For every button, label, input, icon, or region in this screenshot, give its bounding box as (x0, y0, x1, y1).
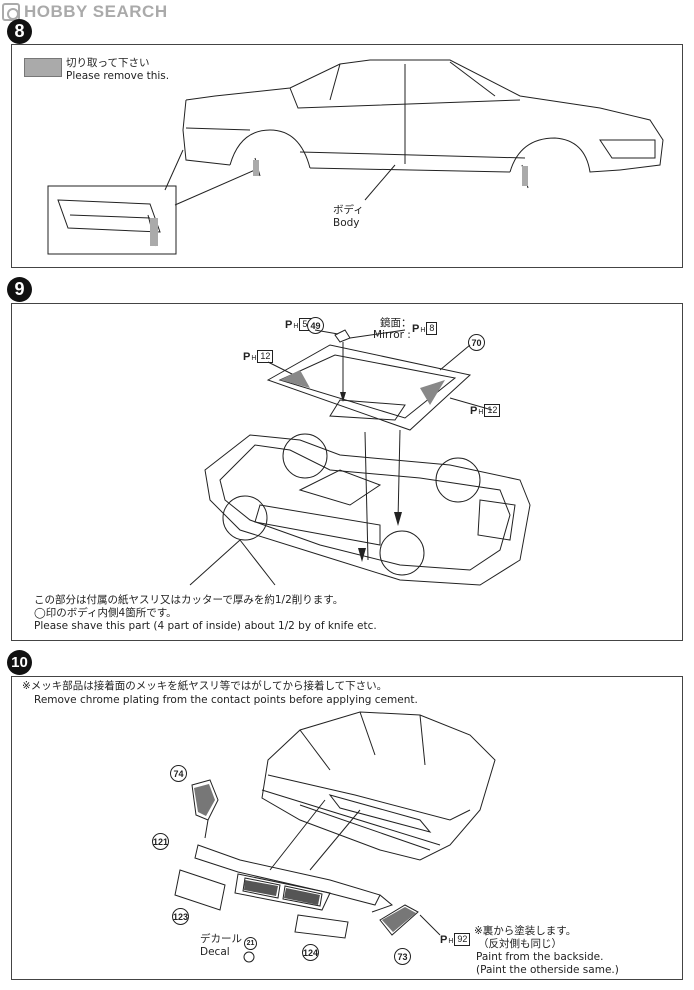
mirror-label-en: Mirror : (373, 329, 411, 341)
part-73-number: 73 (394, 948, 411, 965)
ref-p: P (440, 933, 448, 946)
hobby-search-logo-icon (2, 3, 20, 21)
ref-h: H (293, 323, 299, 330)
shave-note-jp2: ◯印のボディ内側4箇所です。 (34, 607, 177, 619)
remove-label-jp: 切り取って下さい (66, 57, 150, 69)
step-9-number: 9 (14, 279, 25, 299)
decal-label-en: Decal (200, 946, 230, 958)
ref-p: P (243, 350, 251, 363)
part-70-number: 70 (468, 334, 485, 351)
ref-h: H (478, 409, 484, 416)
shave-note-en: Please shave this part (4 part of inside… (34, 620, 377, 632)
step-10-badge: 10 (7, 650, 32, 675)
step-9-badge: 9 (7, 277, 32, 302)
ref-h: H (251, 355, 257, 362)
decal-label-jp: デカール (200, 933, 242, 945)
ref-h: H (420, 327, 426, 334)
chrome-note-en: Remove chrome plating from the contact p… (34, 694, 418, 706)
ref-92-box: 92 (454, 933, 471, 946)
ref-h: H (448, 938, 454, 945)
remove-swatch (24, 58, 62, 77)
decal-21-number: 21 (244, 937, 257, 950)
part-74-number: 74 (170, 765, 187, 782)
chrome-note-jp: ※メッキ部品は接着面のメッキを紙ヤスリ等ではがしてから接着して下さい。 (22, 680, 388, 692)
mirror-label-jp: 鏡面： (380, 317, 412, 329)
paint-note-jp2: （反対側も同じ） (478, 938, 562, 950)
step-9-frame (11, 303, 683, 641)
paint-note-en1: Paint from the backside. (476, 951, 604, 963)
shave-note-jp1: この部分は付属の紙ヤスリ又はカッターで厚みを約1/2削ります。 (34, 594, 344, 606)
ref-8-box: 8 (426, 322, 438, 335)
step-10-frame (11, 676, 683, 980)
part-124-number: 124 (302, 944, 319, 961)
ref-12-box: 12 (484, 404, 501, 417)
part-123-number: 123 (172, 908, 189, 925)
part-121-number: 121 (152, 833, 169, 850)
paint-note-en2: (Paint the otherside same.) (476, 964, 619, 976)
ref-p: P (470, 404, 478, 417)
body-label-en: Body (333, 217, 360, 229)
paint-note-jp1: ※裏から塗装します。 (474, 925, 577, 937)
step-8-frame (11, 44, 683, 268)
ref-12-box: 12 (257, 350, 274, 363)
body-label-jp: ボディ (333, 204, 364, 216)
step-10-number: 10 (11, 654, 28, 671)
remove-label-en: Please remove this. (66, 70, 170, 82)
watermark-logo: HOBBY SEARCH (2, 2, 168, 22)
part-49-number: 49 (307, 317, 324, 334)
watermark-text: HOBBY SEARCH (24, 2, 168, 21)
ref-p: P (285, 318, 293, 331)
step-8-number: 8 (14, 21, 25, 41)
ref-p: P (412, 322, 420, 335)
step-8-badge: 8 (7, 19, 32, 44)
